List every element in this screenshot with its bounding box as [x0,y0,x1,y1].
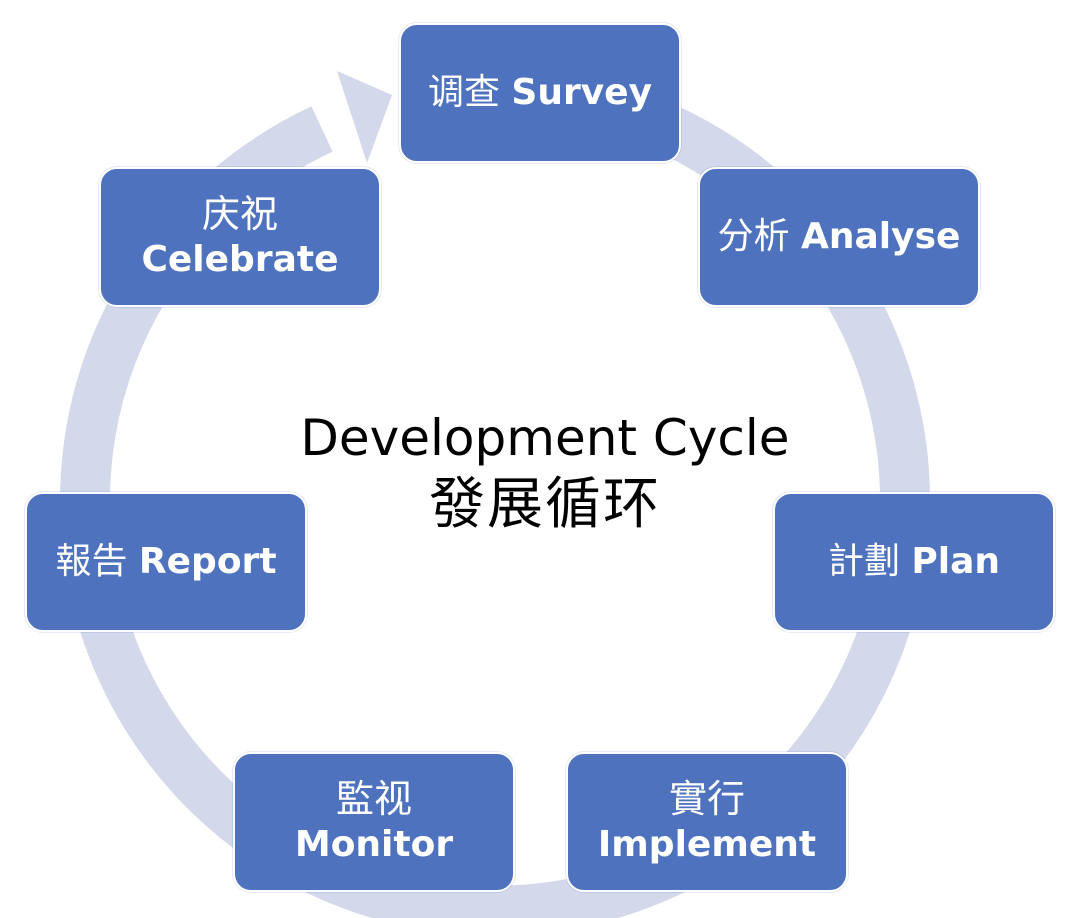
step-plan-label-zh: 計劃 [827,541,912,582]
diagram-title: Development Cycle [300,409,790,467]
step-celebrate-label-zh: 庆祝 [201,192,278,236]
step-survey-label-zh: 调查 [427,72,512,113]
step-celebrate[interactable]: 庆祝 Celebrate [99,167,381,307]
step-implement-label-zh: 實行 [668,777,745,821]
step-monitor-label-zh: 監视 [335,777,412,821]
step-implement[interactable]: 實行 Implement [566,752,848,892]
diagram-title-chinese: 發展循环 [429,472,661,537]
step-analyse-label-en: Analyse [801,216,961,257]
step-report[interactable]: 報告 Report [25,492,307,632]
step-plan[interactable]: 計劃 Plan [773,492,1055,632]
step-report-label-zh: 報告 [55,541,139,582]
arrowhead-icon [337,71,392,163]
step-analyse-label-zh: 分析 [717,216,801,257]
step-monitor-label-en: Monitor [294,824,454,865]
step-plan-label-en: Plan [911,541,1001,582]
step-implement-label-en: Implement [597,824,817,865]
step-survey[interactable]: 调查 Survey [399,23,681,163]
step-celebrate-label-en: Celebrate [141,239,339,280]
step-monitor[interactable]: 監视 Monitor [233,752,515,892]
step-analyse[interactable]: 分析 Analyse [698,167,980,307]
step-survey-label-en: Survey [511,72,653,113]
step-report-label-en: Report [138,541,277,582]
